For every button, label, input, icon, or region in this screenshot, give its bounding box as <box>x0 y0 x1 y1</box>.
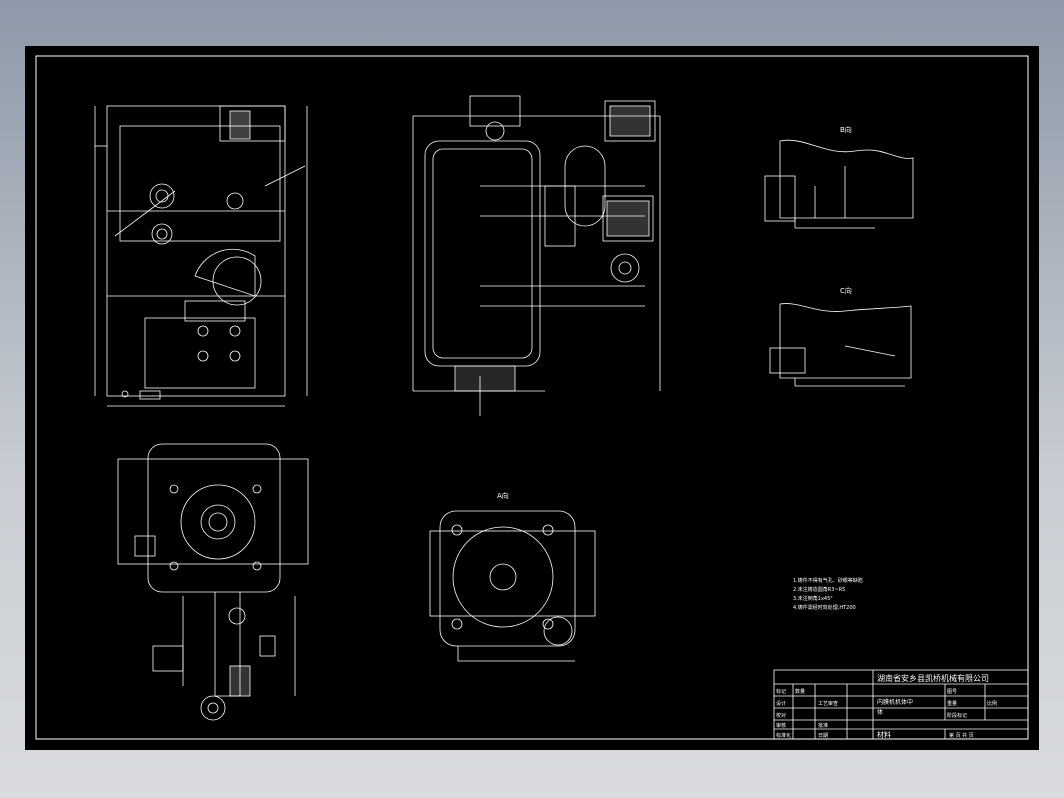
label-sheet: 第 页 共 页 <box>949 732 974 739</box>
side-view <box>412 95 661 416</box>
label-date: 日期 <box>818 733 828 739</box>
a-view-label: A向 <box>497 491 509 500</box>
company-name: 湖南省安乡县凯桥机械有限公司 <box>877 673 989 683</box>
inner-frame <box>35 55 1029 740</box>
label-design: 设计 <box>776 700 786 707</box>
label-scale: 比例 <box>987 700 997 707</box>
label-material: 材料 <box>877 730 891 739</box>
cad-drawing: B向 C向 A向 <box>35 55 1029 740</box>
top-view <box>117 443 309 721</box>
drawing-sheet: B向 C向 A向 <box>25 46 1039 750</box>
b-view <box>764 139 914 229</box>
note-line-4: 4.铸件需经时效处理,HT200 <box>793 604 856 611</box>
a-view <box>429 510 596 662</box>
part-note: 体 <box>877 708 883 716</box>
c-view-label: C向 <box>840 286 852 295</box>
note-line-2: 2.未注铸造圆角R3~R5 <box>793 586 845 593</box>
label-check: 校对 <box>776 712 786 719</box>
note-line-3: 3.未注倒角1x45° <box>793 595 833 602</box>
front-view <box>94 105 308 407</box>
label-code: 图号 <box>947 689 957 695</box>
label-review: 审核 <box>776 722 786 729</box>
label-stage: 阶段标记 <box>947 712 967 719</box>
label-qty: 数量 <box>795 688 805 695</box>
b-view-label: B向 <box>840 125 852 134</box>
label-approve: 批准 <box>818 722 828 729</box>
label-weight: 重量 <box>947 700 957 707</box>
part-name: 内膜机机体中 <box>877 698 913 706</box>
title-block <box>773 669 1029 740</box>
label-mark: 标记 <box>776 688 786 695</box>
note-line-1: 1.铸件不得有气孔、砂眼等缺陷 <box>793 577 863 584</box>
label-process: 工艺审查 <box>818 700 838 707</box>
label-std: 标准化 <box>776 732 791 739</box>
tech-notes: 1.铸件不得有气孔、砂眼等缺陷 2.未注铸造圆角R3~R5 3.未注倒角1x45… <box>793 577 863 611</box>
c-view <box>769 303 912 387</box>
